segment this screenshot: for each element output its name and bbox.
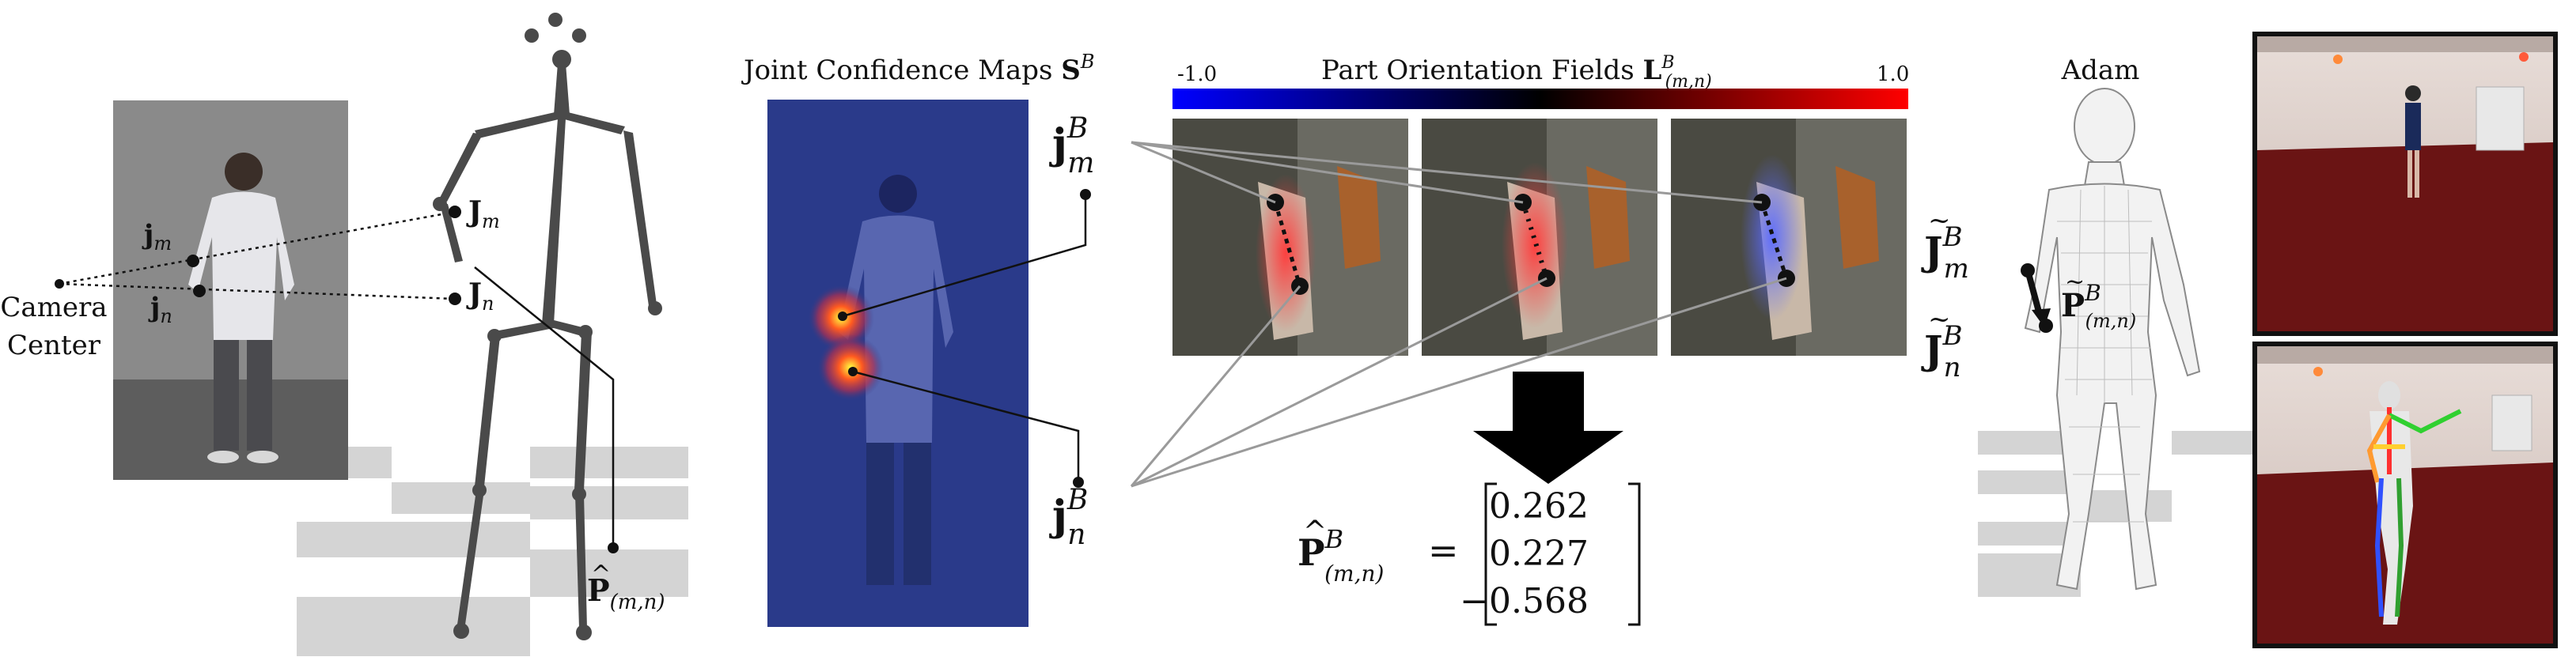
camera-center-label-2: Center bbox=[7, 330, 101, 361]
joint-jm-image-label: jm bbox=[142, 219, 172, 255]
p-hat-left-point bbox=[608, 542, 619, 553]
joint-Jn-3d-label: Jn bbox=[466, 277, 494, 315]
checker-floor-left bbox=[297, 447, 688, 656]
colorbar-min-label: -1.0 bbox=[1177, 62, 1217, 86]
vector-brackets bbox=[1484, 482, 1641, 626]
jcm-jn-heat-point bbox=[848, 367, 858, 376]
camera-center-point bbox=[55, 279, 64, 289]
adam-P-tilde: ~ bbox=[2065, 268, 2085, 296]
joint-confidence-map-image bbox=[767, 100, 1029, 627]
pof-title: Part Orientation Fields LB(m,n) bbox=[1321, 53, 1712, 92]
person-photo bbox=[113, 100, 348, 480]
joint-jm-image-point bbox=[187, 255, 199, 267]
adam-title: Adam bbox=[2061, 55, 2140, 86]
vector-value-3: −0.568 bbox=[1460, 581, 1589, 621]
p-hat-left-leader bbox=[474, 266, 615, 546]
joint-Jm-3d-point bbox=[449, 206, 461, 218]
adam-Jm-point bbox=[2021, 263, 2035, 277]
adam-mesh-model bbox=[2024, 88, 2201, 591]
adam-Jm-tilde: ~ bbox=[1928, 205, 1951, 236]
p-hat-equation-lhs: PB(m,n) bbox=[1297, 524, 1384, 587]
jcm-jm-point bbox=[1080, 189, 1091, 200]
jcm-connectors bbox=[842, 194, 1087, 482]
pof-connectors bbox=[1130, 141, 1787, 488]
joint-jn-image-label: jn bbox=[148, 292, 172, 327]
pof-panel-1 bbox=[1172, 119, 1408, 356]
pof-panel-2 bbox=[1422, 119, 1657, 356]
joint-Jm-3d-label: Jm bbox=[466, 195, 500, 232]
adam-mesh-lines bbox=[2057, 186, 2152, 523]
colorbar-max-label: 1.0 bbox=[1877, 62, 1909, 86]
room-photo-top bbox=[2252, 32, 2558, 336]
vector-value-1: 0.262 bbox=[1489, 486, 1589, 527]
p-hat-left-label: P(m,n) bbox=[587, 572, 665, 614]
jcm-jn-point bbox=[1073, 477, 1084, 488]
down-arrow bbox=[1473, 372, 1623, 484]
camera-center-label: Camera bbox=[0, 292, 107, 323]
joint-Jn-3d-point bbox=[449, 293, 461, 305]
room-photo-bottom bbox=[2252, 342, 2558, 648]
jcm-jm-heat-point bbox=[838, 311, 847, 321]
p-hat-equation-hat: ^ bbox=[1303, 515, 1327, 548]
p-hat-left-hat: ^ bbox=[591, 561, 611, 588]
skeleton-3d bbox=[433, 13, 662, 640]
adam-P-label: PB(m,n) bbox=[2061, 280, 2136, 332]
adam-Jn-point bbox=[2039, 319, 2053, 333]
adam-Jn-tilde: ~ bbox=[1928, 304, 1951, 335]
colorbar bbox=[1172, 89, 1908, 109]
joint-jn-image-point bbox=[193, 285, 206, 297]
joint-confidence-title: Joint Confidence Maps SB bbox=[741, 51, 1094, 86]
camera-rays bbox=[59, 210, 456, 300]
vector-value-2: 0.227 bbox=[1489, 534, 1589, 574]
equals-sign: = bbox=[1428, 529, 1459, 572]
adam-limb-segment bbox=[2025, 269, 2043, 316]
pof-panel-3 bbox=[1671, 119, 1907, 356]
